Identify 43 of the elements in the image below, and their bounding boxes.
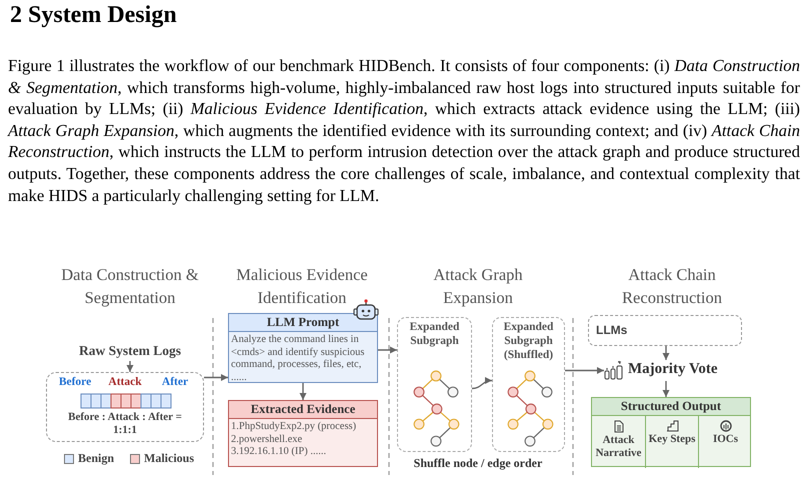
stage-heading: Attack Chain Reconstruction xyxy=(621,264,723,309)
vote-label: Majority Vote xyxy=(628,361,718,378)
subgraph-title: Expanded Subgraph (Shuffled) xyxy=(502,320,554,362)
panel-text: Analyze the command lines in <cmds> and identify suspicious command, processes, files, etc, ...... xyxy=(230,334,366,384)
arrow xyxy=(472,377,492,390)
arrow xyxy=(378,346,397,354)
section-heading: 2 System Design xyxy=(10,2,177,29)
legend-label: Malicious xyxy=(144,451,194,466)
segment-label: Attack xyxy=(107,376,143,388)
segment-label: Before xyxy=(58,376,92,388)
panel-header: Extracted Evidence xyxy=(229,401,377,419)
arrow xyxy=(300,383,306,400)
output-cell xyxy=(645,416,698,468)
cell-text: Key Steps xyxy=(648,433,696,446)
node-label: Raw System Logs xyxy=(78,343,182,359)
segment-box xyxy=(46,372,204,442)
arrow xyxy=(565,367,604,374)
cell-text: IOCs xyxy=(712,433,740,446)
arrow xyxy=(126,361,134,372)
subgraph-box xyxy=(492,317,565,452)
segment-label: After xyxy=(160,376,190,388)
panel-text: 1.PhpStudyExp2.py (process) xyxy=(230,421,358,434)
legend-label: Benign xyxy=(78,451,114,466)
panel-box xyxy=(228,400,378,467)
model-group-box xyxy=(588,315,742,346)
ratio-text: Before : Attack : After = 1:1:1 xyxy=(67,411,183,437)
subgraph-box xyxy=(397,317,472,452)
subgraph-title: Expanded Subgraph xyxy=(408,320,460,348)
caption-text: Shuffle node / edge order xyxy=(412,456,544,471)
stage-heading: Attack Graph Expansion xyxy=(432,264,524,309)
panel-header: LLM Prompt xyxy=(229,314,377,332)
arrow xyxy=(662,346,670,360)
arrow xyxy=(662,381,670,397)
panel-text: 3.192.16.1.10 (IP) ...... xyxy=(230,446,328,458)
stage-heading: Data Construction & Segmentation xyxy=(60,264,200,309)
panel-box xyxy=(591,397,751,467)
panel-text: 2.powershell.exe xyxy=(230,434,304,446)
body-paragraph: Figure 1 illustrates the workflow of our benchmark HIDBench. It consists of four components: (i) Data Construction & Segmentation, which transforms high-volume, highly-imbalanced raw host logs into structured inputs suitable for evaluation by LLMs; (ii) Malicious Evidence Identification, which extracts attack evidence using the LLM; (iii) Attack Graph Expansion, which augments the identified evidence with its surrounding context; and (iv) Attack Chain Reconstruction, which instructs the LLM to perform intrusion detection over the attack graph and produce structured outputs. Together, these components address the core challenges of scale, imbalance, and contextual complexity that make HIDS a particularly challenging setting for LLM. xyxy=(8,55,800,206)
cell-text: Attack Narrative xyxy=(594,434,642,460)
panel-header: Structured Output xyxy=(592,398,750,416)
group-label: LLMs xyxy=(596,323,628,337)
arrow xyxy=(204,374,228,381)
stage-heading: Malicious Evidence Identification xyxy=(235,264,369,309)
